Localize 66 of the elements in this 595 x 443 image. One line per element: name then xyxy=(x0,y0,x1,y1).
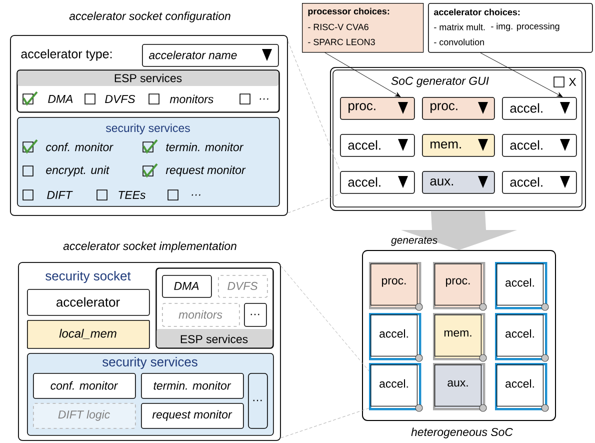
block-label: termin. monitor xyxy=(154,381,232,390)
zoom-line xyxy=(280,408,370,438)
tile-label: aux. xyxy=(448,380,468,387)
tile-label: accel. xyxy=(380,379,408,388)
close-label: X xyxy=(568,78,576,86)
block-label: local_mem xyxy=(59,328,116,340)
option-label: … xyxy=(192,194,200,196)
block-label: … xyxy=(253,400,262,402)
zoom-line xyxy=(288,194,340,214)
block-label: DVFS xyxy=(228,282,258,290)
tile-label: proc. xyxy=(382,278,406,287)
block-label: DIFT logic xyxy=(58,410,110,421)
cell-label: accel. xyxy=(510,103,542,113)
tile-label: accel. xyxy=(380,329,408,338)
zoom-line xyxy=(288,40,340,172)
cell-label: proc. xyxy=(348,103,376,113)
option-label: encrypt. unit xyxy=(46,166,110,176)
field-value: accelerator name xyxy=(148,50,237,60)
cell-label: accel. xyxy=(348,140,380,150)
option-label: TEEs xyxy=(118,191,146,199)
block-label: DMA xyxy=(174,282,199,290)
field-label: accelerator type: xyxy=(21,49,112,61)
cell-label: mem. xyxy=(430,141,461,149)
edge-label: generates xyxy=(391,236,438,246)
option-label: DMA xyxy=(48,95,73,103)
option-label: monitors xyxy=(170,94,214,104)
panel-title: ESP services xyxy=(114,74,182,82)
list-item: - matrix mult. xyxy=(434,24,485,30)
cell-label: accel. xyxy=(510,140,542,150)
heading: security socket xyxy=(46,270,131,284)
window-title: SoC generator GUI xyxy=(391,76,489,88)
panel-title: security services xyxy=(106,124,190,134)
block-arrow xyxy=(401,210,517,250)
tile-label: accel. xyxy=(506,278,534,287)
chip-label: heterogeneous SoC xyxy=(411,428,513,438)
list-item: - img. processing xyxy=(491,22,560,32)
cell-label: accel. xyxy=(510,177,542,187)
heading: accelerator socket configuration xyxy=(69,12,230,22)
cell-label: aux. xyxy=(430,178,453,186)
arrow xyxy=(324,52,400,97)
panel-title: ESP services xyxy=(180,334,248,344)
list-item: - SPARC LEON3 xyxy=(308,38,375,46)
option-label: request monitor xyxy=(166,166,246,176)
block-label: conf. monitor xyxy=(50,381,118,390)
option-label: termin. monitor xyxy=(166,142,244,152)
block-label: request monitor xyxy=(152,410,232,421)
heading: accelerator socket implementation xyxy=(63,242,236,252)
tile-label: accel. xyxy=(506,329,534,338)
option-label: DIFT xyxy=(47,191,73,199)
list-item: - RISC-V CVA6 xyxy=(308,24,368,30)
option-label: … xyxy=(260,98,268,100)
cell-label: accel. xyxy=(348,177,380,187)
panel-title: security services xyxy=(102,356,198,370)
block-label: accelerator xyxy=(56,297,120,307)
tile-label: accel. xyxy=(506,379,534,388)
note-heading: processor choices: xyxy=(308,8,390,16)
zoom-line xyxy=(280,266,370,372)
block-label: monitors xyxy=(178,310,222,319)
tile-label: proc. xyxy=(446,278,470,287)
option-label: conf. monitor xyxy=(46,142,114,152)
list-item: - convolution xyxy=(434,38,484,46)
tile-label: mem. xyxy=(444,330,472,337)
block-label: … xyxy=(250,314,260,316)
note-heading: accelerator choices: xyxy=(434,8,520,16)
cell-label: proc. xyxy=(430,103,458,113)
option-label: DVFS xyxy=(105,94,136,104)
